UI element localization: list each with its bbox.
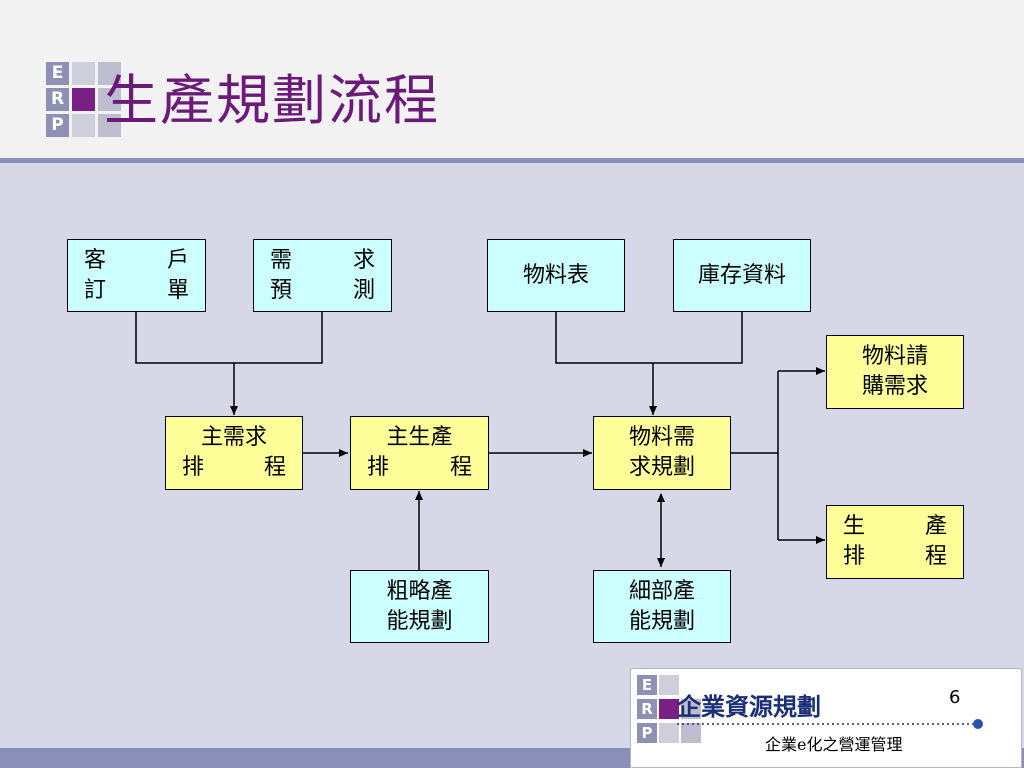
box-mps: 主需求 排 程 bbox=[165, 416, 303, 490]
box-text: 排 bbox=[367, 455, 390, 480]
box-text: 生 bbox=[843, 514, 866, 539]
connector-data-to-mrp bbox=[555, 312, 743, 364]
box-crp: 細部產 能規劃 bbox=[593, 570, 731, 643]
logo-cell bbox=[72, 62, 95, 85]
box-text: 物料表 bbox=[522, 262, 589, 288]
box-text: 產 bbox=[924, 514, 947, 539]
box-text: 物料請 bbox=[861, 344, 928, 369]
footer-logo-cell bbox=[659, 723, 679, 743]
box-text: 需 bbox=[270, 247, 293, 273]
logo-cell bbox=[98, 88, 121, 111]
logo-cell bbox=[46, 114, 69, 137]
footer-logo-cell bbox=[637, 675, 657, 695]
box-text: 能規劃 bbox=[628, 608, 695, 634]
footer-logo-cell bbox=[659, 699, 679, 719]
box-text: 程 bbox=[924, 544, 947, 569]
footer-branding: E R P 企業資源規劃 6 企業e化之營運管理 bbox=[630, 668, 1022, 768]
logo-cell bbox=[98, 114, 121, 137]
box-text: 求 bbox=[352, 247, 375, 273]
box-text: 主需求 bbox=[200, 425, 267, 450]
box-inventory-data: 庫存資料 bbox=[673, 239, 811, 312]
box-text: 粗略產 bbox=[386, 578, 453, 604]
box-text: 客 bbox=[84, 247, 107, 273]
box-bom: 物料表 bbox=[487, 239, 625, 312]
logo-letter-r: R bbox=[50, 89, 65, 109]
footer-logo-letter-e: E bbox=[641, 676, 653, 694]
connector-inputs-to-mps bbox=[135, 312, 323, 364]
header-divider bbox=[0, 158, 1024, 163]
box-text: 排 bbox=[843, 544, 866, 569]
logo-cell bbox=[72, 88, 95, 111]
box-text: 訂 bbox=[84, 277, 107, 303]
footer-logo-cell bbox=[637, 723, 657, 743]
box-text: 預 bbox=[270, 277, 293, 303]
logo-cell bbox=[46, 88, 69, 111]
page-number: 6 bbox=[949, 687, 961, 708]
box-text: 排 bbox=[182, 455, 205, 480]
footer-logo-cell bbox=[637, 699, 657, 719]
footer-subtitle: 企業e化之營運管理 bbox=[765, 735, 903, 754]
footer-logo-letter-r: R bbox=[641, 700, 653, 718]
box-text: 物料需 bbox=[628, 425, 695, 450]
footer-logo-cell bbox=[659, 675, 679, 695]
logo-cell bbox=[46, 62, 69, 85]
box-text: 細部產 bbox=[628, 578, 695, 604]
box-text: 購需求 bbox=[861, 374, 928, 399]
slide-title: 生產規劃流程 bbox=[104, 69, 440, 132]
logo-cell bbox=[98, 62, 121, 85]
box-mrp: 物料需 求規劃 bbox=[593, 416, 731, 490]
box-production-schedule: 生 產 排 程 bbox=[826, 505, 964, 579]
logo-cell bbox=[72, 114, 95, 137]
logo-letter-p: P bbox=[51, 115, 64, 135]
box-text: 測 bbox=[352, 277, 375, 303]
box-text: 單 bbox=[166, 277, 189, 303]
box-text: 程 bbox=[449, 455, 472, 480]
box-purchase-requisition: 物料請 購需求 bbox=[826, 335, 964, 409]
footer-logo-cell bbox=[681, 699, 701, 719]
footer-title: 企業資源規劃 bbox=[677, 693, 821, 721]
slide-header bbox=[0, 0, 1024, 158]
box-master-production: 主生產 排 程 bbox=[350, 416, 489, 490]
footer-logo-letter-p: P bbox=[641, 724, 653, 742]
box-demand-forecast: 需 求 預 測 bbox=[253, 239, 392, 312]
footer-logo-cell bbox=[681, 723, 701, 743]
logo-letter-e: E bbox=[51, 63, 64, 83]
box-text: 能規劃 bbox=[386, 608, 453, 634]
box-customer-order: 客 戶 訂 單 bbox=[67, 239, 206, 312]
box-text: 主生產 bbox=[386, 425, 453, 450]
box-rccp: 粗略產 能規劃 bbox=[350, 570, 489, 643]
footer-dotted-line bbox=[677, 719, 983, 729]
box-text: 求規劃 bbox=[628, 455, 695, 480]
box-text: 程 bbox=[263, 455, 286, 480]
box-text: 庫存資料 bbox=[697, 262, 786, 288]
box-text: 戶 bbox=[166, 247, 189, 273]
